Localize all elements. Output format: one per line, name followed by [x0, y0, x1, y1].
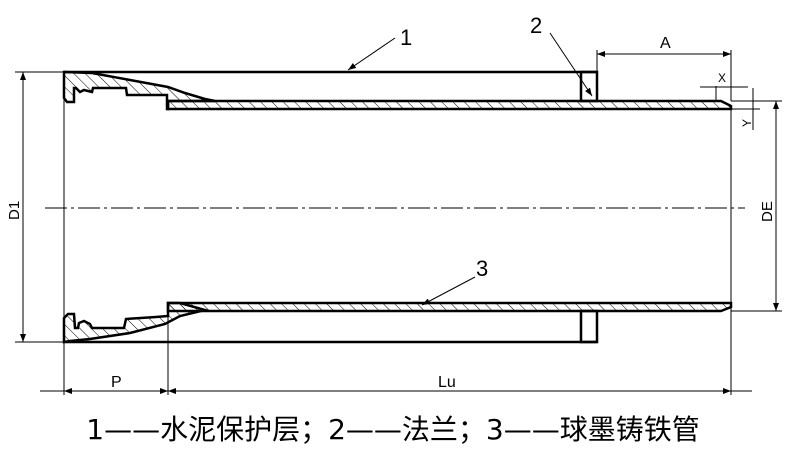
leader-2 — [549, 32, 593, 97]
dim-DE-label: DE — [759, 201, 776, 222]
dim-D1-label: D1 — [6, 201, 23, 220]
legend-caption: 1——水泥保护层；2——法兰；3——球墨铸铁管 — [86, 413, 700, 446]
dim-P-label: P — [111, 374, 122, 391]
dim-A-label: A — [660, 35, 671, 52]
flange-top — [579, 70, 599, 103]
callout-1: 1 — [400, 25, 412, 50]
dim-X-label: X — [718, 71, 726, 85]
leader-1 — [347, 37, 396, 71]
socket-bottom — [62, 301, 210, 344]
dim-Lu-label: Lu — [438, 374, 456, 391]
pipe-wall-bottom — [166, 301, 733, 313]
leader-3 — [421, 276, 476, 306]
dim-Y-label: Y — [740, 119, 754, 127]
callout-3: 3 — [476, 256, 488, 281]
callout-2: 2 — [530, 13, 542, 38]
pipe-wall-top — [166, 99, 733, 111]
flange-bottom — [579, 309, 599, 344]
